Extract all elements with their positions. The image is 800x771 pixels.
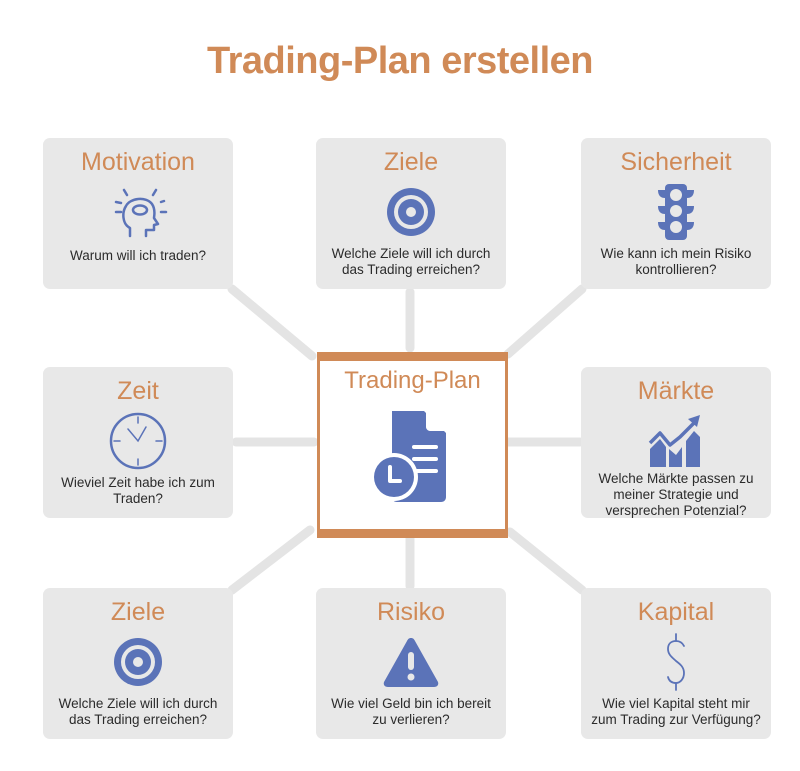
dollar-icon [667, 633, 685, 691]
connector-sicherheit [503, 284, 587, 359]
card-risiko: Risiko Wie viel Geld bin ich bereit zu v… [316, 588, 506, 739]
card-question: Welche Märkte passen zu meiner Strategie… [598, 471, 754, 518]
card-title: Ziele [383, 148, 439, 176]
warning-icon [383, 638, 439, 687]
connector-kapital [505, 527, 587, 595]
card-motivation: Motivation Warum will ich traden? [43, 138, 233, 289]
card-title: Kapital [637, 598, 715, 626]
card-kapital: Kapital Wie viel Kapital steht mir zum T… [581, 588, 771, 739]
card-question: Wie viel Geld bin ich bereit zu verliere… [331, 696, 491, 727]
card-zeit: Zeit Wieviel Zeit habe ich zum Traden? [43, 367, 233, 518]
card-maerkte: Märkte Welche Märkte passen zu meiner St… [581, 367, 771, 518]
card-question: Warum will ich traden? [69, 248, 207, 263]
card-title: Ziele [110, 598, 166, 626]
page-title: Trading-Plan erstellen [207, 40, 594, 82]
document-clock-icon [370, 411, 446, 502]
card-title: Motivation [81, 148, 195, 176]
center-title: Trading-Plan [344, 367, 481, 394]
card-ziele-bottom: Ziele Welche Ziele will ich durch das Tr… [43, 588, 233, 739]
clock-icon [109, 412, 167, 470]
connector-motivation [227, 284, 317, 361]
card-question: Wie viel Kapital steht mir zum Trading z… [591, 696, 761, 727]
traffic-light-icon [658, 184, 694, 240]
card-title: Sicherheit [620, 148, 732, 176]
card-question: Wieviel Zeit habe ich zum Traden? [61, 475, 215, 506]
chart-growth-icon [648, 415, 700, 467]
connector-ziele-bottom [227, 525, 315, 595]
target-icon [387, 188, 435, 236]
card-title: Zeit [117, 377, 159, 405]
card-question: Wie kann ich mein Risiko kontrollieren? [600, 246, 752, 277]
card-question: Welche Ziele will ich durch das Trading … [58, 696, 218, 727]
card-title: Risiko [376, 598, 446, 626]
card-sicherheit: Sicherheit Wie kann ich mein Risiko kont… [581, 138, 771, 289]
card-question: Welche Ziele will ich durch das Trading … [331, 246, 491, 277]
head-lightbulb-icon [114, 188, 168, 238]
center-trading-plan: Trading-Plan [317, 352, 508, 538]
target-icon [114, 638, 162, 686]
card-ziele-top: Ziele Welche Ziele will ich durch das Tr… [316, 138, 506, 289]
card-title: Märkte [637, 377, 715, 405]
